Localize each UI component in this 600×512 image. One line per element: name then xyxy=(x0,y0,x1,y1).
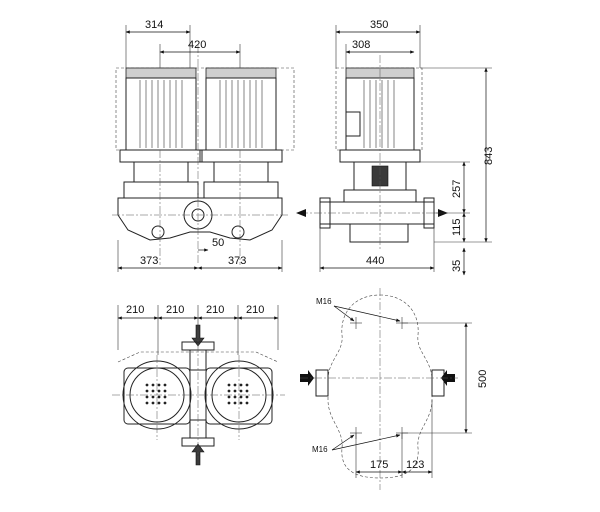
top-dim-210-3: 210 xyxy=(206,304,224,316)
front-dim-420: 420 xyxy=(188,39,206,51)
base-dim-500: 500 xyxy=(477,370,489,388)
front-dim-50: 50 xyxy=(212,237,224,249)
thread-label-bottom: M16 xyxy=(312,445,328,454)
side-dim-257: 257 xyxy=(451,180,463,198)
side-dim-440: 440 xyxy=(366,255,384,267)
bolt-hole-top-left xyxy=(350,317,362,329)
thread-label-top: M16 xyxy=(316,297,332,306)
top-dim-210-4: 210 xyxy=(246,304,264,316)
front-pump-housing xyxy=(112,45,290,265)
base-dim-175: 175 xyxy=(370,459,388,471)
side-view: 350 308 843 257 115 35 440 xyxy=(296,19,495,276)
side-pump-housing xyxy=(296,55,448,250)
side-dim-115: 115 xyxy=(451,218,463,236)
side-dim-35: 35 xyxy=(451,260,463,272)
right-motor xyxy=(199,67,283,199)
side-dim-308: 308 xyxy=(352,39,370,51)
front-view: 314 420 50 373 373 xyxy=(112,19,295,272)
base-view: M16 M16 500 175 123 xyxy=(300,288,489,490)
top-dim-210-2: 210 xyxy=(166,304,184,316)
front-dim-373-right: 373 xyxy=(228,255,246,267)
left-motor xyxy=(119,67,203,199)
base-dim-123: 123 xyxy=(406,459,424,471)
side-dim-350: 350 xyxy=(370,19,388,31)
front-dim-314: 314 xyxy=(145,19,163,31)
side-dim-843: 843 xyxy=(483,147,495,165)
top-dim-210-1: 210 xyxy=(126,304,144,316)
front-dim-373-left: 373 xyxy=(140,255,158,267)
top-view: 210 210 210 210 xyxy=(112,304,285,466)
